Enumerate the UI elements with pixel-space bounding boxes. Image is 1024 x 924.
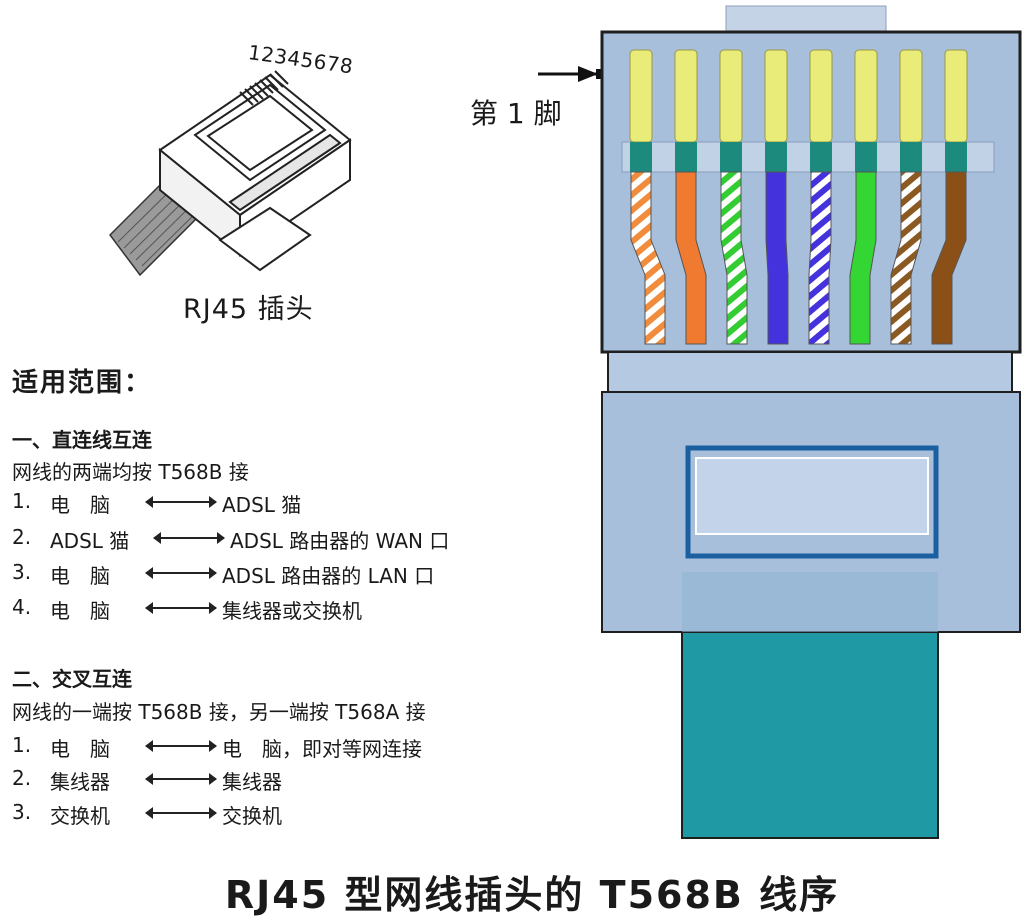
- wire-2: [675, 171, 707, 345]
- row-device-a: 电 脑: [50, 493, 110, 517]
- pin-collar-1: [630, 142, 652, 172]
- row-number: 3.: [12, 800, 32, 824]
- double-arrow-icon: [145, 807, 217, 819]
- crossover-title: 二、交叉互连: [12, 667, 132, 691]
- double-arrow-icon: [153, 532, 225, 544]
- pin-collar-5: [810, 142, 832, 172]
- scope-heading: 适用范围：: [12, 368, 153, 398]
- wire-4: [765, 171, 789, 345]
- plug-body: [158, 73, 352, 272]
- double-arrow-icon: [145, 740, 217, 752]
- row-number: 2.: [12, 766, 32, 790]
- connector-neck: [607, 351, 1013, 393]
- row-device-a: 电 脑: [50, 599, 110, 623]
- wire-3: [720, 171, 748, 345]
- latch-tab: [725, 5, 887, 33]
- crossover-row: 3. 交换机 交换机: [12, 800, 332, 828]
- straight-row: 1. 电 脑 ADSL 猫: [12, 489, 332, 517]
- row-device-a: 电 脑: [50, 564, 110, 588]
- crossover-row: 1. 电 脑 电 脑，即对等网连接: [12, 733, 492, 761]
- contact-pin-8: [944, 49, 968, 143]
- latch-window-inner: [695, 457, 929, 535]
- pin-collar-6: [855, 142, 877, 172]
- pin-collar-8: [945, 142, 967, 172]
- row-device-a: 集线器: [50, 770, 110, 794]
- contact-pin-3: [719, 49, 743, 143]
- row-device-b: ADSL 路由器的 WAN 口: [230, 529, 450, 553]
- wire-6: [849, 171, 877, 345]
- row-device-b: ADSL 猫: [222, 493, 302, 517]
- row-device-a: ADSL 猫: [50, 529, 130, 553]
- wire-1: [630, 171, 666, 345]
- straight-row: 2. ADSL 猫 ADSL 路由器的 WAN 口: [12, 525, 492, 553]
- row-number: 4.: [12, 595, 32, 619]
- contact-pin-7: [899, 49, 923, 143]
- contact-pin-6: [854, 49, 878, 143]
- crossover-desc: 网线的一端按 T568B 接，另一端按 T568A 接: [12, 700, 426, 724]
- contact-pin-2: [674, 49, 698, 143]
- straight-through-desc: 网线的两端均按 T568B 接: [12, 460, 249, 484]
- wire-8: [931, 171, 967, 345]
- straight-row: 4. 电 脑 集线器或交换机: [12, 595, 432, 623]
- wire-group: [629, 49, 968, 345]
- plug-contacts: [239, 70, 289, 106]
- pin1-label: 第 1 脚: [470, 97, 562, 130]
- wire-5: [808, 171, 832, 345]
- contact-pin-4: [764, 49, 788, 143]
- contact-pin-1: [629, 49, 653, 143]
- crossover-row: 2. 集线器 集线器: [12, 766, 332, 794]
- diagram-title: RJ45 型网线插头的 T568B 线序: [224, 873, 840, 917]
- wire-7: [890, 171, 922, 345]
- contact-pin-5: [809, 49, 833, 143]
- row-number: 2.: [12, 525, 32, 549]
- row-device-b: 集线器或交换机: [222, 599, 362, 623]
- plug-caption: RJ45 插头: [183, 294, 314, 325]
- row-device-a: 电 脑: [50, 737, 110, 761]
- row-device-b: ADSL 路由器的 LAN 口: [222, 564, 435, 588]
- pin-collar-3: [720, 142, 742, 172]
- row-number: 1.: [12, 733, 32, 757]
- pin-collar-2: [675, 142, 697, 172]
- straight-through-title: 一、直连线互连: [12, 428, 152, 452]
- row-number: 3.: [12, 560, 32, 584]
- cable-boot: [681, 631, 939, 839]
- double-arrow-icon: [145, 773, 217, 785]
- rj45-connector-diagram: [600, 5, 1022, 839]
- row-device-b: 集线器: [222, 770, 282, 794]
- row-device-b: 交换机: [222, 804, 282, 828]
- boot-overlap: [682, 572, 938, 632]
- row-device-b: 电 脑，即对等网连接: [222, 737, 422, 761]
- double-arrow-icon: [145, 567, 217, 579]
- pin-collar-7: [900, 142, 922, 172]
- pin-collar-4: [765, 142, 787, 172]
- double-arrow-icon: [145, 496, 217, 508]
- straight-row: 3. 电 脑 ADSL 路由器的 LAN 口: [12, 560, 492, 588]
- rj45-plug-sketch: [109, 70, 352, 277]
- row-device-a: 交换机: [50, 804, 110, 828]
- row-number: 1.: [12, 489, 32, 513]
- double-arrow-icon: [145, 602, 217, 614]
